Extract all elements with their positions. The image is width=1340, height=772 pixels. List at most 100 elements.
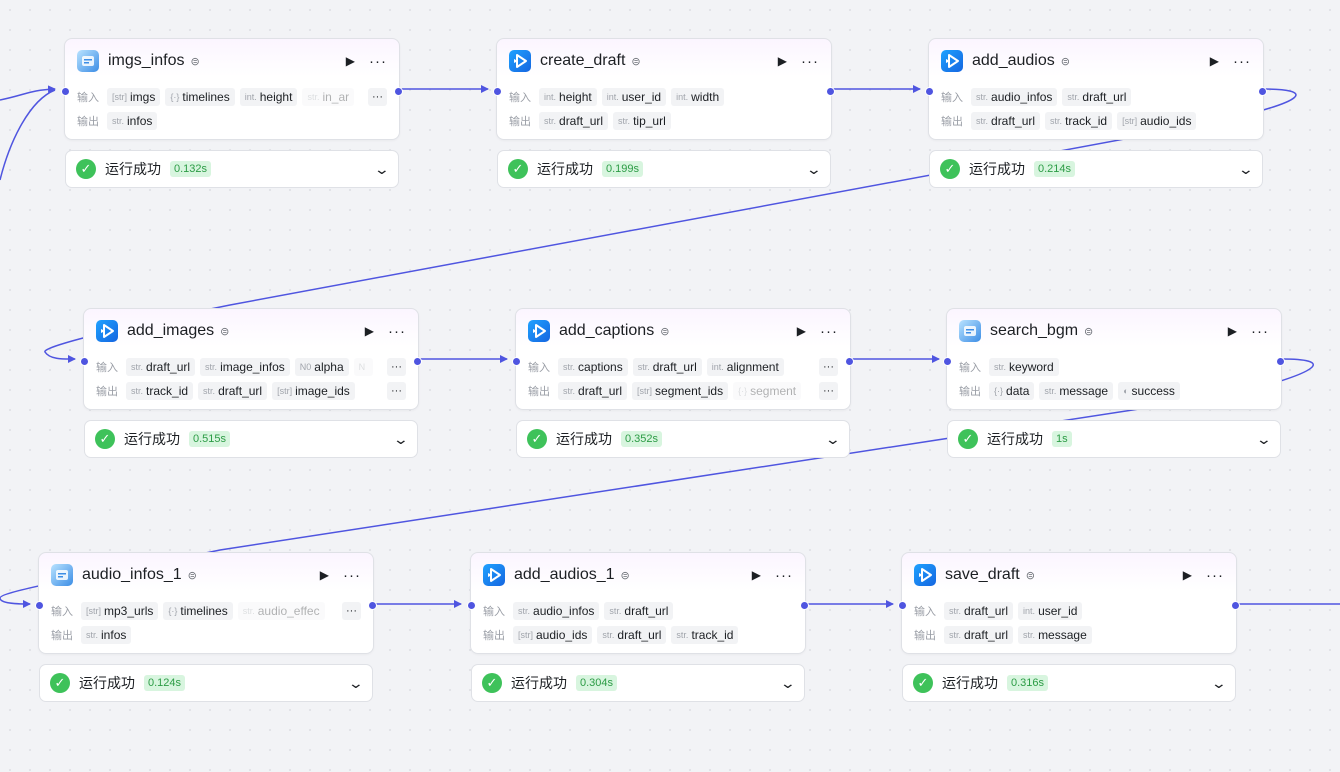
param-name: alignment [726,360,779,374]
node-tag-icon: ⊜ [631,55,641,68]
param-type: [str] [277,386,293,396]
output-port[interactable] [1231,601,1240,610]
more-params-chip[interactable]: ··· [819,358,838,376]
chevron-down-icon[interactable]: ⌄ [347,674,365,691]
param-type: ◐ [1123,386,1129,396]
node-title: imgs_infos [108,52,185,69]
input-port[interactable] [512,357,521,366]
run-status-text: 运行成功 [942,675,998,691]
chevron-down-icon[interactable]: ⌄ [805,160,823,177]
run-node-icon[interactable]: ▶ [1209,54,1219,68]
success-check-icon: ✓ [50,673,70,693]
chevron-down-icon[interactable]: ⌄ [779,674,797,691]
node-tag-icon: ⊜ [220,325,230,338]
input-port[interactable] [467,601,476,610]
run-node-icon[interactable]: ▶ [1182,568,1192,582]
more-params-chip[interactable]: ··· [342,602,361,620]
more-params-chip[interactable]: ··· [819,382,838,400]
chevron-down-icon[interactable]: ⌄ [1255,430,1273,447]
param-chip: str.track_id [1045,112,1113,130]
node-more-icon[interactable]: ··· [1206,566,1224,584]
input-port[interactable] [898,601,907,610]
chevron-down-icon[interactable]: ⌄ [1210,674,1228,691]
input-port[interactable] [35,601,44,610]
run-node-icon[interactable]: ▶ [777,54,787,68]
node-more-icon[interactable]: ··· [820,322,838,340]
param-chip: int.user_id [1018,602,1083,620]
run-node-icon[interactable]: ▶ [751,568,761,582]
output-port[interactable] [826,87,835,96]
output-port[interactable] [394,87,403,96]
node-more-icon[interactable]: ··· [1251,322,1269,340]
output-port[interactable] [1258,87,1267,96]
node-more-icon[interactable]: ··· [369,52,387,70]
run-node-icon[interactable]: ▶ [345,54,355,68]
param-type: str. [609,606,622,616]
input-port[interactable] [493,87,502,96]
param-type: {·} [168,606,178,616]
input-port[interactable] [925,87,934,96]
more-params-chip[interactable]: ··· [368,88,387,106]
input-port[interactable] [61,87,70,96]
param-type: str. [242,606,255,616]
input-port[interactable] [943,357,952,366]
param-type: str. [676,630,689,640]
output-port[interactable] [368,601,377,610]
output-port[interactable] [845,357,854,366]
more-params-chip[interactable]: ··· [387,358,406,376]
node-more-icon[interactable]: ··· [1233,52,1251,70]
node-audio-infos-1[interactable]: audio_infos_1⊜▶···输入[str]mp3_urls{·}time… [35,552,377,702]
param-type: str. [112,116,125,126]
node-card[interactable]: audio_infos_1⊜▶···输入[str]mp3_urls{·}time… [35,552,377,654]
param-chip: str.draft_url [944,626,1014,644]
output-port[interactable] [413,357,422,366]
node-tag-icon: ⊜ [1060,55,1070,68]
node-more-icon[interactable]: ··· [775,566,793,584]
run-node-icon[interactable]: ▶ [796,324,806,338]
chevron-down-icon[interactable]: ⌄ [824,430,842,447]
run-node-icon[interactable]: ▶ [1227,324,1237,338]
output-port[interactable] [800,601,809,610]
node-title: search_bgm [990,322,1079,339]
success-check-icon: ✓ [527,429,547,449]
param-chip: str.audio_effec [237,602,325,620]
input-port[interactable] [80,357,89,366]
node-more-icon[interactable]: ··· [343,566,361,584]
chevron-down-icon[interactable]: ⌄ [392,430,410,447]
node-more-icon[interactable]: ··· [388,322,406,340]
output-port[interactable] [1276,357,1285,366]
node-more-icon[interactable]: ··· [801,52,819,70]
chevron-down-icon[interactable]: ⌄ [1237,160,1255,177]
chevron-down-icon[interactable]: ⌄ [373,160,391,177]
more-params-chip[interactable]: ··· [387,382,406,400]
run-node-icon[interactable]: ▶ [364,324,374,338]
run-node-icon[interactable]: ▶ [319,568,329,582]
param-name: draft_url [218,384,263,398]
